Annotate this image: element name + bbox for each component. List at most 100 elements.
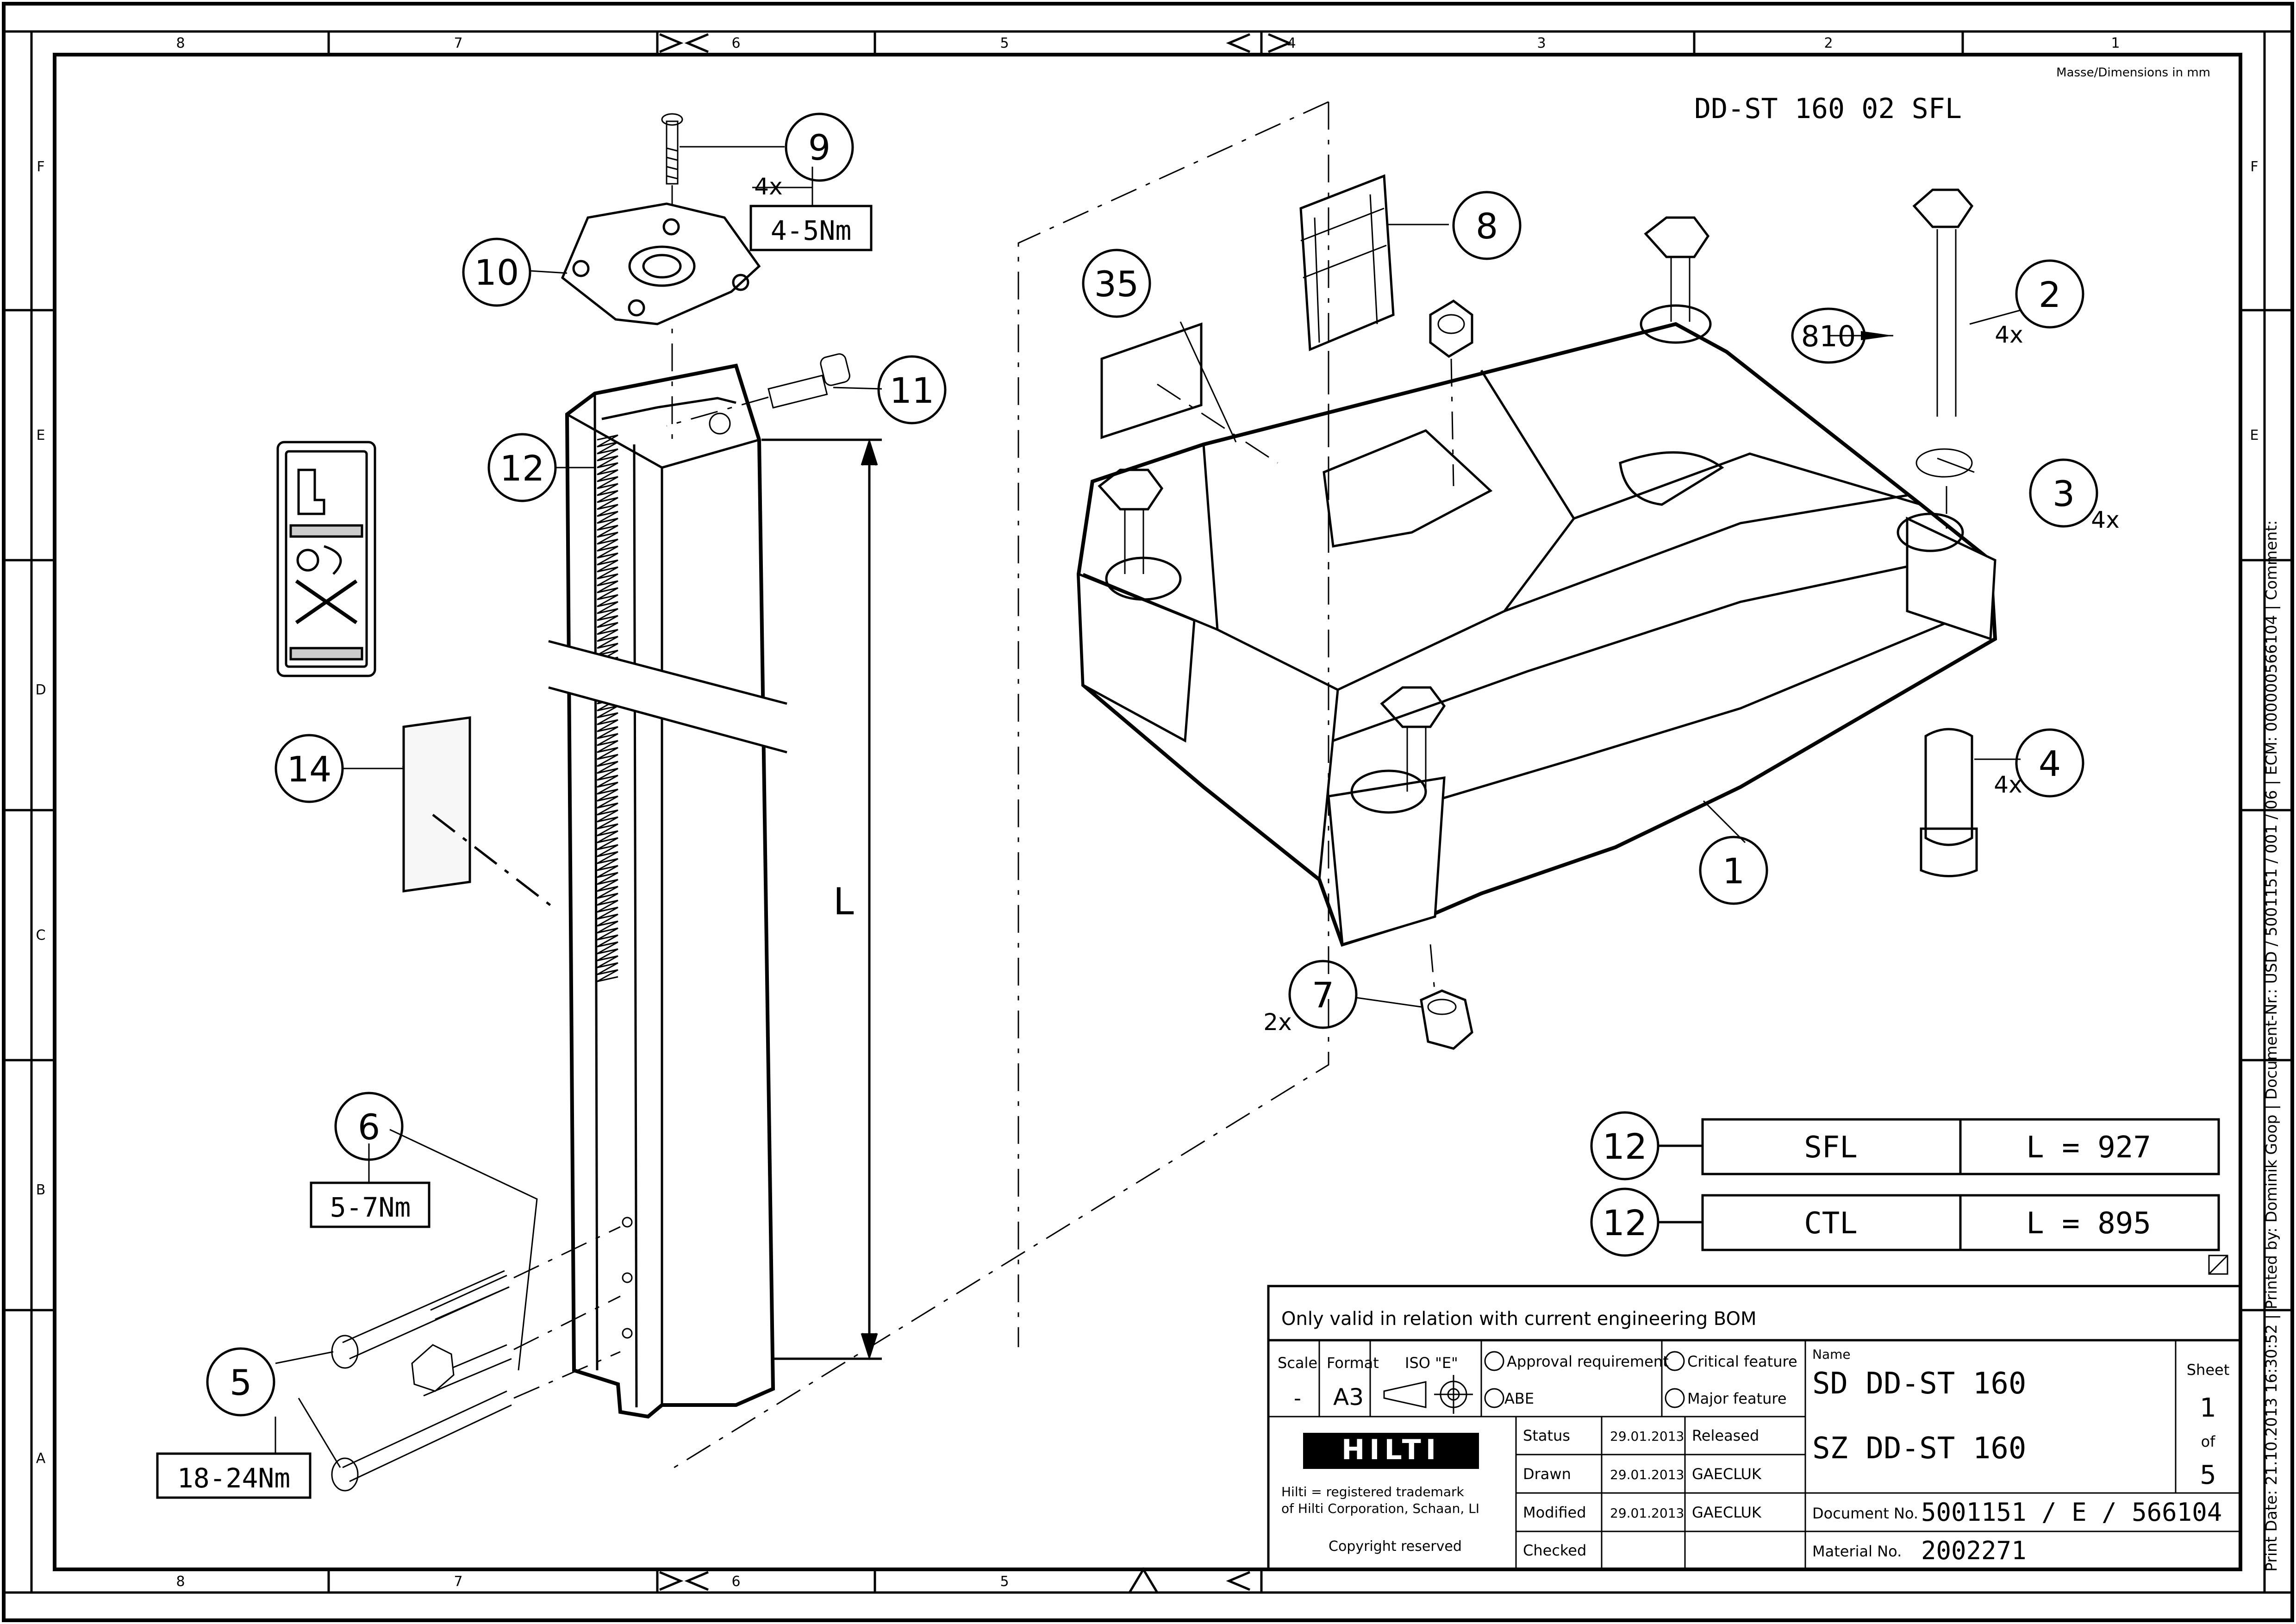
modified-label: Modified — [1523, 1504, 1586, 1521]
critical-feature-label: Critical feature — [1687, 1353, 1797, 1370]
grid-col-label: 6 — [731, 1574, 740, 1590]
grid-col-label: 8 — [176, 1574, 185, 1590]
abe-label: ABE — [1504, 1390, 1534, 1407]
grid-col-label: 6 — [731, 35, 740, 51]
status-label: Status — [1523, 1427, 1570, 1444]
grid-col-label: 1 — [2111, 35, 2120, 51]
status-value: Released — [1692, 1427, 1759, 1444]
critical-feature-icon — [1665, 1351, 1685, 1371]
dimension-note: Masse/Dimensions in mm — [2056, 66, 2210, 80]
title-block: Only valid in relation with current engi… — [1267, 1285, 2242, 1571]
format-value: A3 — [1333, 1384, 1364, 1411]
variant-name-2: CTL — [1804, 1206, 1858, 1241]
top-cap-part — [561, 202, 761, 325]
column-profile-part — [548, 363, 787, 1419]
grid-col-label: 8 — [176, 35, 185, 51]
callout-8: 8 — [1476, 206, 1498, 247]
callout-2-qty: 4x — [1995, 321, 2023, 348]
grid-row-label: F — [2250, 159, 2258, 175]
callout-7-qty: 2x — [1263, 1009, 1292, 1036]
callout-3-qty: 4x — [2091, 506, 2119, 533]
drawn-label: Drawn — [1523, 1465, 1571, 1483]
callout-9-qty: 4x — [754, 173, 782, 200]
status-date: 29.01.2013 — [1610, 1429, 1684, 1444]
copyright-note: Copyright reserved — [1329, 1538, 1462, 1555]
print-info-side-note: Print Date: 21.10.2013 16:30:52 | Printe… — [2262, 520, 2280, 1572]
grid-col-label: 5 — [1000, 35, 1009, 51]
major-feature-label: Major feature — [1687, 1390, 1787, 1407]
format-label: Format — [1327, 1354, 1379, 1372]
callout-2: 2 — [2039, 274, 2061, 315]
grid-column-labels-bottom: 8 7 6 5 — [176, 1574, 1009, 1590]
callout-11: 11 — [890, 370, 935, 411]
name-label: Name — [1812, 1347, 1851, 1362]
material-no-label: Material No. — [1812, 1543, 1902, 1560]
grid-col-label: 2 — [1824, 35, 1833, 51]
scale-value: - — [1294, 1387, 1301, 1410]
length-dimension — [761, 438, 882, 1361]
arrow-810 — [1861, 331, 1893, 340]
variant-length-2: L = 895 — [2026, 1206, 2151, 1241]
callout-9-torque: 4-5Nm — [771, 215, 852, 246]
abe-checkbox — [1484, 1388, 1504, 1408]
callout-10: 10 — [474, 252, 519, 293]
name-line-2: SZ DD-ST 160 — [1812, 1431, 2026, 1466]
trademark-line-2: of Hilti Corporation, Schaan, LI — [1281, 1501, 1479, 1516]
checked-label: Checked — [1523, 1542, 1586, 1559]
variant-name-1: SFL — [1804, 1131, 1858, 1165]
grid-col-label: 7 — [454, 35, 462, 51]
drawn-value: GAECLUK — [1692, 1465, 1762, 1483]
variant-item-2: 12 — [1603, 1202, 1647, 1243]
drawing-title: DD-ST 160 02 SFL — [1694, 93, 1962, 125]
hilti-logo-text: HILTI — [1341, 1434, 1441, 1466]
modified-value: GAECLUK — [1692, 1504, 1762, 1521]
callout-35: 35 — [1094, 263, 1139, 305]
variant-item-1: 12 — [1603, 1126, 1647, 1167]
callout-9: 9 — [808, 127, 830, 168]
warning-label-part — [276, 441, 554, 908]
length-dimension-label: L — [833, 880, 854, 923]
sheet-value: 1 — [2200, 1393, 2216, 1423]
sheet-of-label: of — [2201, 1433, 2216, 1450]
approval-checkbox — [1484, 1351, 1504, 1371]
document-no-label: Document No. — [1812, 1505, 1918, 1522]
grid-row-label: B — [36, 1182, 46, 1198]
bolts-part — [331, 1226, 621, 1492]
callout-6: 6 — [358, 1106, 380, 1148]
approval-requirement-label: Approval requirement — [1507, 1353, 1669, 1370]
grid-column-labels-top: 8 7 6 5 4 3 2 1 — [176, 35, 2120, 51]
sheet-label: Sheet — [2187, 1361, 2230, 1379]
projection-symbol-icon — [1383, 1375, 1473, 1414]
callout-3: 3 — [2053, 473, 2075, 514]
callout-14: 14 — [287, 749, 332, 790]
callout-4-qty: 4x — [1994, 771, 2022, 798]
sheet-total: 5 — [2200, 1460, 2216, 1490]
callout-6-torque: 5-7Nm — [330, 1192, 411, 1223]
scale-label: Scale — [1278, 1354, 1317, 1372]
bom-note: Only valid in relation with current engi… — [1281, 1308, 1757, 1330]
callout-5-torque: 18-24Nm — [177, 1462, 290, 1494]
grid-row-labels-right: F E — [2250, 159, 2259, 443]
grid-col-label: 5 — [1000, 1574, 1009, 1590]
document-no-value: 5001151 / E / 566104 — [1921, 1498, 2222, 1527]
hilti-logo — [1303, 1433, 1479, 1469]
screw-part — [661, 113, 683, 185]
callout-5: 5 — [230, 1362, 252, 1403]
callout-12: 12 — [500, 448, 545, 489]
callout-7: 7 — [1312, 974, 1334, 1016]
callout-bubbles: 9 4x 4-5Nm 10 11 12 14 6 5-7Nm 5 18-24Nm… — [156, 112, 2120, 1499]
drawn-date: 29.01.2013 — [1610, 1467, 1684, 1482]
name-line-1: SD DD-ST 160 — [1812, 1367, 2026, 1401]
grid-col-label: 7 — [454, 1574, 462, 1590]
major-feature-icon — [1665, 1388, 1685, 1408]
column-assembly-illustration: L — [276, 113, 882, 1492]
grid-row-label: E — [2250, 427, 2259, 443]
callout-1: 1 — [1722, 850, 1745, 892]
grid-col-label: 3 — [1537, 35, 1546, 51]
callout-810: 810 — [1801, 319, 1856, 353]
material-no-value: 2002271 — [1921, 1536, 2027, 1565]
leader-lines — [275, 146, 2021, 1468]
variant-table: 12 SFL L = 927 12 CTL L = 895 — [1590, 1111, 2228, 1275]
